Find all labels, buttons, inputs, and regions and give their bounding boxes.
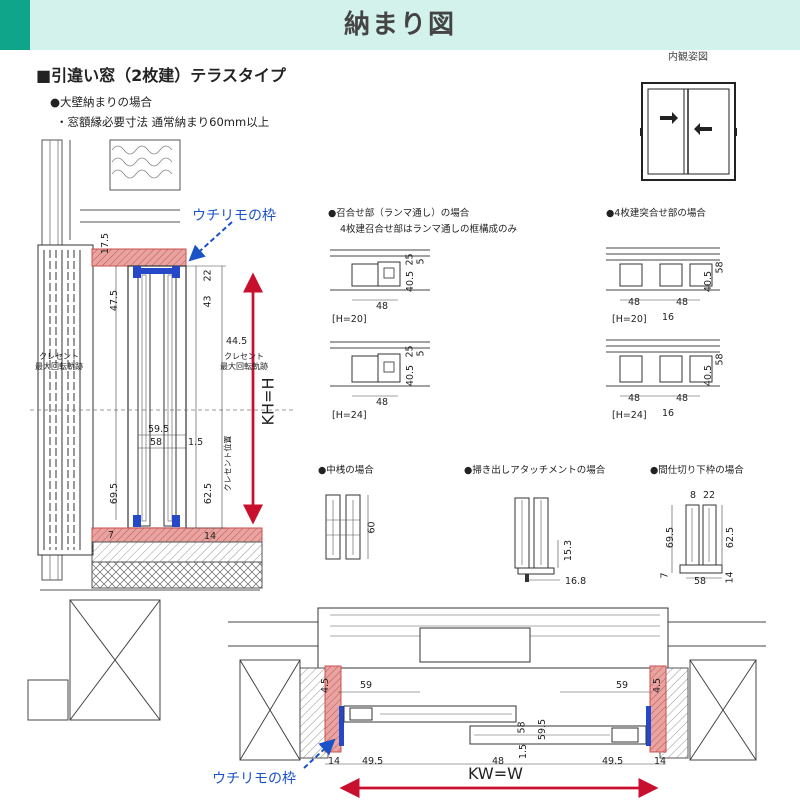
dim-v-7: 7: [108, 530, 115, 541]
dim-meeting-b-40-5: 40.5: [405, 364, 417, 387]
dim-four-b-16: 16: [662, 408, 675, 419]
meeting-h-b: [H=24]: [332, 410, 367, 421]
dim-p-49-5-l: 49.5: [362, 756, 384, 767]
sweep-title: ●掃き出しアタッチメントの場合: [464, 465, 606, 476]
dim-v-43: 43: [202, 295, 214, 308]
dim-partition-14: 14: [724, 571, 736, 584]
section-heading: ■引違い窓（2枚建）テラスタイプ: [36, 66, 286, 85]
dim-p-59-r: 59: [616, 680, 629, 691]
dim-p-4-5-l: 4.5: [320, 677, 332, 694]
dim-partition-69-5: 69.5: [665, 526, 677, 549]
detail-meeting-rail: [330, 249, 430, 397]
dim-four-b-48-r: 48: [676, 393, 689, 404]
detail-mullion: [325, 494, 369, 560]
dim-meeting-b-5: 5: [415, 350, 427, 357]
partition-title: ●間仕切り下枠の場合: [650, 465, 744, 476]
crescent-label-right: クレセント 最大回転軌跡: [220, 352, 268, 371]
dim-four-a-40-5: 40.5: [703, 270, 715, 293]
dim-partition-7: 7: [659, 572, 671, 579]
dim-four-a-16: 16: [662, 312, 675, 323]
interior-view-label: 内観姿図: [668, 52, 708, 63]
page-header: 納まり図: [0, 0, 800, 50]
dim-p-59-l: 59: [360, 680, 373, 691]
detail-four-panel: [606, 247, 720, 397]
detail-partition: [671, 504, 723, 579]
kw-label: KW=W: [468, 764, 523, 783]
dim-sweep-15-3: 15.3: [563, 539, 575, 562]
crescent-label-left: クレセント 最大回転軌跡: [35, 352, 83, 371]
dim-v-59-5: 59.5: [148, 424, 170, 435]
dim-p-48: 48: [492, 756, 505, 767]
dim-v-1-5: 1.5: [188, 437, 204, 448]
dim-sweep-16-8: 16.8: [565, 576, 587, 587]
dim-four-b-48-l: 48: [628, 393, 641, 404]
dim-four-b-40-5: 40.5: [703, 364, 715, 387]
dim-v-69-5: 69.5: [109, 482, 121, 505]
dim-p-59-5: 59.5: [537, 718, 549, 741]
meeting-title: ●召合せ部（ランマ通し）の場合: [328, 208, 470, 219]
dim-v-47-5: 47.5: [109, 289, 121, 312]
dim-p-14-r: 14: [654, 756, 667, 767]
four-h-b: [H=24]: [612, 410, 647, 421]
kh-label: KH=H: [258, 377, 278, 426]
dim-mullion-60: 60: [366, 521, 378, 534]
four-panel-title: ●4枚建突合せ部の場合: [606, 208, 706, 219]
dim-four-a-48-l: 48: [628, 297, 641, 308]
mullion-title: ●中桟の場合: [318, 465, 374, 476]
dim-four-b-58: 58: [714, 353, 726, 366]
section-subheading: ●大壁納まりの場合: [50, 95, 153, 109]
dim-meeting-b-48: 48: [376, 397, 389, 408]
vertical-section: [27, 139, 296, 721]
dim-meeting-b-25: 25: [404, 345, 416, 358]
dim-p-4-5-r: 4.5: [652, 677, 664, 694]
detail-sweep: [514, 497, 560, 582]
interior-elevation: [640, 82, 737, 181]
crescent-position-label: クレセント位置: [223, 435, 233, 492]
dim-v-22: 22: [202, 269, 214, 282]
page-title: 納まり図: [343, 10, 456, 40]
dim-p-14-l: 14: [328, 756, 341, 767]
dim-v-17-5: 17.5: [100, 232, 112, 255]
meeting-h-a: [H=20]: [332, 314, 367, 325]
dim-partition-62-5: 62.5: [725, 526, 737, 549]
arrow-left-icon: [694, 123, 712, 135]
section-note: ・窓額縁必要寸法 通常納まり60mm以上: [56, 115, 270, 129]
dim-partition-58: 58: [694, 576, 707, 587]
dim-v-14: 14: [204, 531, 217, 542]
four-h-a: [H=20]: [612, 314, 647, 325]
dim-meeting-a-48: 48: [376, 301, 389, 312]
dim-four-a-58: 58: [714, 261, 726, 274]
dim-p-58: 58: [516, 721, 528, 734]
dim-partition-8: 8: [690, 490, 697, 501]
callout-frame-top: ウチリモの枠: [192, 208, 276, 224]
dim-v-58: 58: [150, 437, 163, 448]
dim-meeting-a-5: 5: [415, 258, 427, 265]
meeting-subtitle: 4枚建召合せ部はランマ通しの框構成のみ: [340, 224, 518, 235]
dim-p-49-5-r: 49.5: [602, 756, 624, 767]
dim-p-1-5: 1.5: [518, 743, 530, 760]
dim-four-a-48-r: 48: [676, 297, 689, 308]
callout-frame-bottom: ウチリモの枠: [212, 771, 296, 787]
plan-section: [228, 607, 766, 798]
dim-v-44-5: 44.5: [226, 336, 248, 347]
dim-partition-22: 22: [703, 490, 716, 501]
dim-meeting-a-40-5: 40.5: [405, 270, 417, 293]
dim-meeting-a-25: 25: [404, 253, 416, 266]
dim-v-62-5: 62.5: [203, 482, 215, 505]
arrow-right-icon: [660, 112, 678, 124]
header-accent: [0, 0, 30, 50]
